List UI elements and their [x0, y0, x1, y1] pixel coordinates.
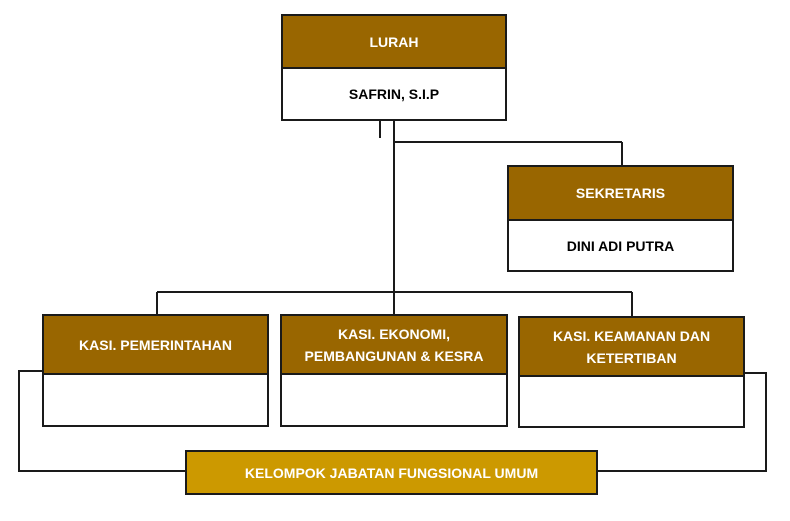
sekretaris-box: SEKRETARIS DINI ADI PUTRA — [507, 165, 734, 272]
sekretaris-name: DINI ADI PUTRA — [566, 237, 675, 254]
kasi-pemerintahan-name — [44, 375, 267, 425]
kasi-pemerintahan-title: KASI. PEMERINTAHAN — [44, 316, 267, 375]
sekretaris-title: SEKRETARIS — [509, 167, 732, 221]
kasi-ekonomi-name — [282, 375, 506, 425]
kasi-ekonomi-box: KASI. EKONOMI, PEMBANGUNAN & KESRA — [280, 314, 508, 427]
kasi-keamanan-name — [520, 377, 743, 426]
kelompok-jabatan-box: KELOMPOK JABATAN FUNGSIONAL UMUM — [185, 450, 598, 495]
kasi-keamanan-box: KASI. KEAMANAN DAN KETERTIBAN — [518, 316, 745, 428]
lurah-name: SAFRIN, S.I.P — [348, 86, 440, 102]
lurah-box: LURAH SAFRIN, S.I.P — [281, 14, 507, 121]
lurah-title: LURAH — [283, 16, 505, 69]
kasi-ekonomi-title: KASI. EKONOMI, PEMBANGUNAN & KESRA — [282, 316, 506, 375]
kasi-keamanan-title: KASI. KEAMANAN DAN KETERTIBAN — [520, 318, 743, 377]
kasi-pemerintahan-box: KASI. PEMERINTAHAN — [42, 314, 269, 427]
line-kelompok-left — [18, 370, 186, 472]
line-kelompok-right — [597, 372, 767, 472]
